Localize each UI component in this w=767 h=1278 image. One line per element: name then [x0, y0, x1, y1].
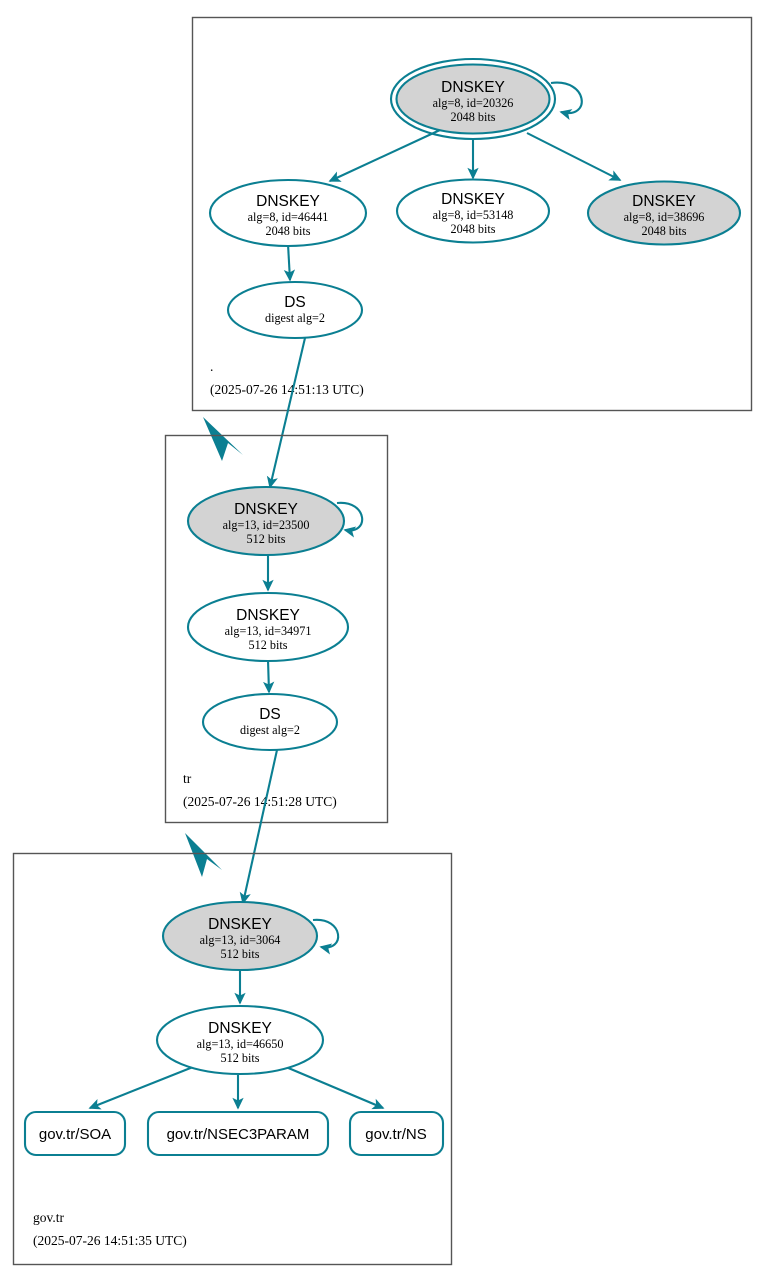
node-shape — [208, 178, 368, 248]
node-govtr-ksk-3064[interactable]: DNSKEY alg=13, id=3064 512 bits — [161, 900, 319, 972]
delegation-arrow-tr-to-govtr — [185, 833, 222, 877]
node-root-ksk-20326[interactable]: DNSKEY alg=8, id=20326 2048 bits — [389, 57, 557, 141]
node-label-bits: 2048 bits — [641, 224, 686, 238]
node-label-title: DNSKEY — [256, 193, 320, 210]
rrset-shape — [146, 1110, 330, 1157]
zone-name-root: . — [210, 359, 213, 374]
edge-self-sign-root-ksk — [550, 81, 583, 121]
node-label-alg-id: alg=8, id=53148 — [433, 208, 514, 222]
node-tr-ksk-23500[interactable]: DNSKEY alg=13, id=23500 512 bits — [186, 485, 346, 557]
edges-gov-tr — [88, 918, 385, 1110]
node-label-bits: 512 bits — [221, 1051, 260, 1065]
node-shape — [586, 180, 742, 246]
node-label-bits: 512 bits — [247, 532, 286, 546]
zone-box-tr — [164, 434, 389, 824]
rrset-label-soa: gov.tr/SOA — [39, 1126, 111, 1143]
node-tr-ds-for-govtr[interactable]: DS digest alg=2 — [201, 692, 339, 752]
rrset-label-ns: gov.tr/NS — [365, 1126, 426, 1143]
node-label-title: DS — [284, 294, 306, 311]
edge-govtr-zsk-to-soa — [88, 1066, 194, 1110]
node-label-bits: 512 bits — [221, 947, 260, 961]
rrset-shape — [348, 1110, 445, 1157]
zone-name-gov-tr: gov.tr — [33, 1210, 64, 1225]
node-label-bits: 2048 bits — [450, 110, 495, 124]
rrset-node-ns[interactable]: gov.tr/NS — [348, 1110, 445, 1157]
zone-tr: DNSKEY alg=13, id=23500 512 bits DNSKEY … — [164, 434, 389, 824]
edge-tr-zsk-to-ds — [263, 659, 275, 694]
node-label-title: DNSKEY — [208, 1020, 272, 1037]
zone-timestamp-gov-tr: (2025-07-26 14:51:35 UTC) — [33, 1233, 187, 1248]
rrset-node-soa[interactable]: gov.tr/SOA — [23, 1110, 127, 1157]
node-label-title: DNSKEY — [632, 193, 696, 210]
node-root-ds-for-tr[interactable]: DS digest alg=2 — [226, 280, 364, 340]
zone-box-gov-tr — [12, 852, 453, 1266]
node-label-title: DS — [259, 706, 281, 723]
node-label-bits: 2048 bits — [265, 224, 310, 238]
node-root-zsk-53148[interactable]: DNSKEY alg=8, id=53148 2048 bits — [395, 178, 551, 244]
zone-gov-tr: DNSKEY alg=13, id=3064 512 bits DNSKEY a… — [12, 852, 453, 1266]
delegation-tr-to-govtr — [185, 749, 279, 905]
node-root-zsk-38696[interactable]: DNSKEY alg=8, id=38696 2048 bits — [586, 180, 742, 246]
node-label-alg-id: alg=13, id=46650 — [197, 1037, 284, 1051]
node-label-digest-alg: digest alg=2 — [240, 723, 300, 737]
edges-tr — [262, 501, 364, 694]
node-shape — [161, 900, 319, 972]
node-govtr-zsk-46650[interactable]: DNSKEY alg=13, id=46650 512 bits — [155, 1004, 325, 1076]
node-shape — [395, 178, 551, 244]
node-label-alg-id: alg=8, id=38696 — [624, 210, 705, 224]
node-label-alg-id: alg=8, id=46441 — [248, 210, 329, 224]
node-shape — [186, 485, 346, 557]
edges-root — [283, 81, 622, 282]
node-shape — [226, 280, 364, 340]
zone-box-root — [191, 16, 753, 412]
rrset-shape — [23, 1110, 127, 1157]
edge-root-ksk-to-zsk-38696 — [526, 132, 622, 181]
node-label-alg-id: alg=13, id=3064 — [200, 933, 281, 947]
zone-timestamp-tr: (2025-07-26 14:51:28 UTC) — [183, 794, 337, 809]
node-shape — [201, 692, 339, 752]
zone-name-tr: tr — [183, 771, 192, 786]
edge-root-ksk-to-zsk-46441 — [328, 129, 441, 182]
edge-root-zsk-to-ds — [283, 243, 296, 282]
node-label-alg-id: alg=13, id=23500 — [223, 518, 310, 532]
node-label-digest-alg: digest alg=2 — [265, 311, 325, 325]
zone-root: DNSKEY alg=8, id=20326 2048 bits DNSKEY … — [191, 16, 753, 412]
edge-ds-tr-to-dnskey-govtr — [239, 749, 279, 905]
node-tr-zsk-34971[interactable]: DNSKEY alg=13, id=34971 512 bits — [186, 591, 350, 663]
edge-govtr-zsk-to-ns — [285, 1066, 385, 1110]
node-shape — [186, 591, 350, 663]
node-root-zsk-46441[interactable]: DNSKEY alg=8, id=46441 2048 bits — [208, 178, 368, 248]
node-shape — [155, 1004, 325, 1076]
node-label-alg-id: alg=13, id=34971 — [225, 624, 312, 638]
delegation-root-to-tr — [203, 337, 307, 489]
node-label-title: DNSKEY — [236, 607, 300, 624]
node-label-alg-id: alg=8, id=20326 — [433, 96, 514, 110]
node-shape — [395, 63, 551, 135]
node-label-title: DNSKEY — [234, 501, 298, 518]
trust-anchor-outer-ring — [389, 57, 557, 141]
edge-self-sign-govtr-ksk — [312, 918, 340, 955]
node-label-title: DNSKEY — [208, 916, 272, 933]
edge-ds-root-to-dnskey-tr — [266, 337, 307, 489]
rrset-node-nsec3param[interactable]: gov.tr/NSEC3PARAM — [146, 1110, 330, 1157]
node-label-bits: 512 bits — [249, 638, 288, 652]
delegation-arrow-root-to-tr — [203, 417, 243, 461]
node-label-bits: 2048 bits — [450, 222, 495, 236]
node-label-title: DNSKEY — [441, 191, 505, 208]
node-label-title: DNSKEY — [441, 79, 505, 96]
edge-self-sign-tr-ksk — [336, 501, 364, 538]
rrset-label-nsec3param: gov.tr/NSEC3PARAM — [167, 1126, 310, 1143]
zone-timestamp-root: (2025-07-26 14:51:13 UTC) — [210, 382, 364, 397]
